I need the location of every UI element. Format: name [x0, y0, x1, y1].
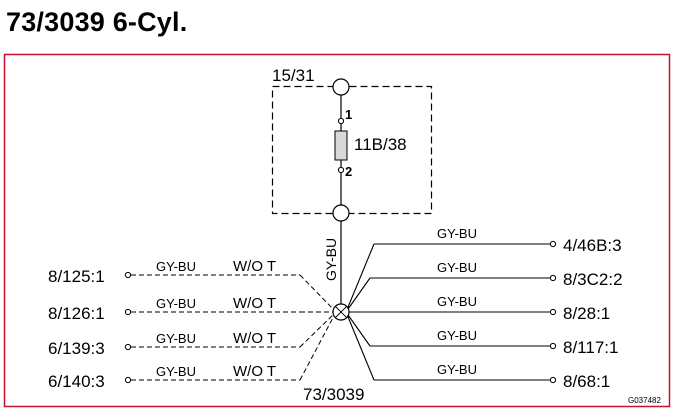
left-terminal-label: 6/140:3	[48, 372, 105, 391]
fuse-label: 11B/38	[354, 135, 407, 154]
top-node-label: 15/31	[272, 66, 315, 85]
left-wire-color-label: GY-BU	[156, 331, 196, 346]
fuse-pin-1	[337, 117, 345, 125]
fuse-pin-2	[337, 166, 345, 174]
page-title: 73/3039 6-Cyl.	[6, 7, 188, 37]
right-terminal-pin	[549, 274, 557, 282]
left-wire-condition-label: W/O T	[233, 258, 276, 275]
right-wire-color-label: GY-BU	[437, 294, 477, 309]
splice-node-label: 73/3039	[303, 385, 364, 404]
right-wire-diagonal	[345, 311, 371, 347]
right-wire-color-label: GY-BU	[437, 260, 477, 275]
right-wire-diagonal	[345, 311, 375, 381]
left-wire-condition-label: W/O T	[233, 363, 276, 380]
left-terminal-pin	[124, 271, 132, 279]
fuse-pin-2-label: 2	[345, 164, 352, 179]
diagram-frame	[3, 53, 671, 408]
top-node-connector	[332, 78, 350, 96]
right-terminal-label: 8/3C2:2	[563, 270, 623, 289]
left-terminal-label: 8/125:1	[48, 267, 105, 286]
left-terminal-pin	[124, 308, 132, 316]
splice-cross-b	[334, 305, 348, 319]
right-wire-color-label: GY-BU	[437, 328, 477, 343]
right-terminal-label: 8/117:1	[563, 338, 618, 357]
right-connections: GY-BU4/46B:3GY-BU8/3C2:2GY-BU8/28:1GY-BU…	[345, 226, 623, 391]
right-wire-diagonal	[345, 243, 375, 313]
fuse-enclosure	[271, 85, 433, 215]
right-terminal-label: 8/68:1	[563, 372, 610, 391]
right-terminal-label: 4/46B:3	[563, 236, 622, 255]
fuse-symbol	[334, 130, 348, 161]
right-terminal-pin	[549, 240, 557, 248]
fuse-pin-1-label: 1	[345, 107, 352, 122]
left-wire-diagonal	[299, 311, 337, 381]
left-wire-color-label: GY-BU	[156, 296, 196, 311]
figure-id: G037482	[628, 396, 661, 405]
right-wire-color-label: GY-BU	[437, 362, 477, 377]
left-terminal-pin	[124, 343, 132, 351]
left-terminal-pin	[124, 376, 132, 384]
left-terminal-label: 6/139:3	[48, 339, 105, 358]
right-terminal-label: 8/28:1	[563, 304, 610, 323]
left-wire-condition-label: W/O T	[233, 330, 276, 347]
right-wire-diagonal	[345, 277, 371, 313]
right-terminal-pin	[549, 308, 557, 316]
right-terminal-pin	[549, 376, 557, 384]
left-wire-diagonal	[299, 274, 337, 313]
right-terminal-pin	[549, 342, 557, 350]
left-wire-condition-label: W/O T	[233, 295, 276, 312]
left-wire-color-label: GY-BU	[156, 364, 196, 379]
main-wire-color-label: GY-BU	[323, 238, 339, 281]
right-wire-color-label: GY-BU	[437, 226, 477, 241]
bottom-node-connector	[332, 204, 350, 222]
left-wire-diagonal	[299, 311, 337, 348]
left-terminal-label: 8/126:1	[48, 304, 105, 323]
left-wire-color-label: GY-BU	[156, 259, 196, 274]
